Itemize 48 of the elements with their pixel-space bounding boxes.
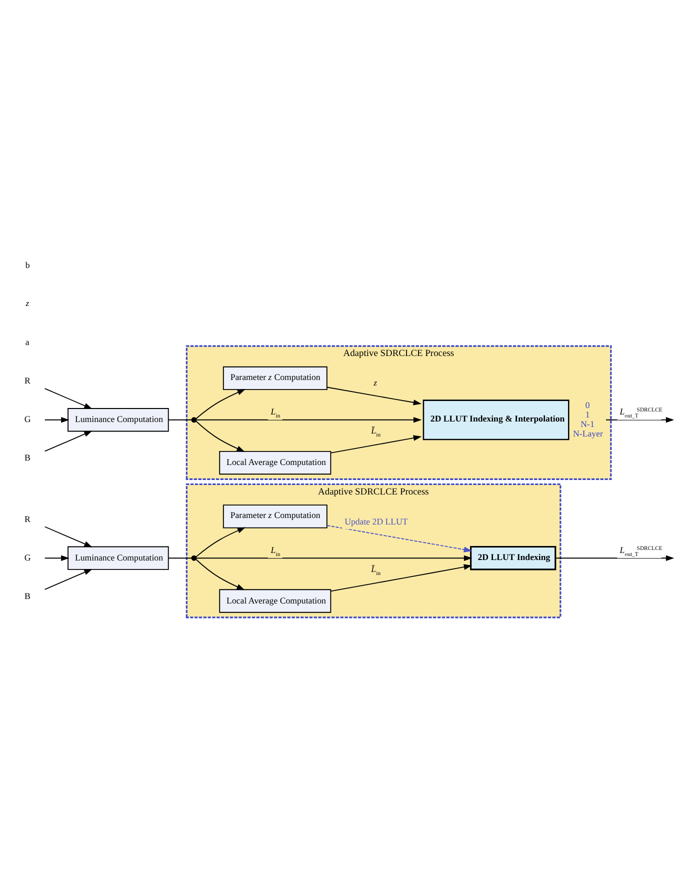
node-label: 1 bbox=[585, 409, 590, 420]
arrow bbox=[196, 555, 472, 561]
arrow bbox=[44, 526, 92, 548]
arrow bbox=[196, 559, 245, 590]
node-label: 0 bbox=[585, 400, 590, 410]
arrow bbox=[44, 568, 92, 590]
node-circle bbox=[191, 555, 197, 561]
node-label: N-Layer bbox=[573, 428, 603, 438]
node-text: G bbox=[24, 552, 31, 562]
arrow bbox=[44, 417, 70, 423]
arrow bbox=[196, 420, 245, 452]
label: b bbox=[25, 260, 30, 270]
edge-label: L$_{in}$ bbox=[270, 406, 280, 420]
arrow bbox=[44, 555, 70, 561]
arrow bbox=[326, 386, 422, 406]
edge-label: L̄$_{in}$ bbox=[371, 426, 381, 439]
arrow bbox=[196, 417, 422, 423]
node-box: Luminance Computation bbox=[68, 408, 169, 432]
edge-label: z bbox=[374, 378, 378, 388]
label: a bbox=[25, 337, 30, 348]
node-box: Local Average Computation bbox=[219, 450, 332, 475]
node-box: Parameter z Computation bbox=[222, 504, 328, 528]
arrow bbox=[555, 555, 674, 561]
node-box: Luminance Computation bbox=[68, 546, 169, 570]
node-circle bbox=[191, 417, 197, 423]
node-text: G bbox=[24, 414, 31, 424]
arrow bbox=[44, 430, 92, 452]
node-box: 2D LLUT Indexing bbox=[470, 546, 556, 570]
arrow bbox=[196, 389, 246, 420]
node-box: Local Average Computation bbox=[219, 589, 332, 613]
arrow bbox=[44, 388, 92, 410]
label: z bbox=[26, 298, 30, 308]
node-text: R bbox=[24, 514, 30, 524]
arrow bbox=[330, 435, 422, 454]
node-box: Parameter z Computation bbox=[222, 366, 328, 390]
node-text: B bbox=[24, 452, 30, 463]
edge-label: L$_{in}$ bbox=[270, 544, 280, 558]
edge-label: L̄$_{in}$ bbox=[371, 564, 381, 577]
arrow bbox=[606, 417, 674, 423]
edge-label: Update 2D LLUT bbox=[344, 516, 408, 526]
node-text: R bbox=[24, 376, 30, 386]
connector bbox=[168, 419, 192, 420]
arrow bbox=[196, 527, 246, 558]
connector bbox=[168, 558, 192, 559]
node-label: N-1 bbox=[580, 418, 594, 429]
node-text: B bbox=[24, 590, 30, 601]
arrow bbox=[330, 564, 472, 592]
arrow bbox=[326, 525, 472, 552]
